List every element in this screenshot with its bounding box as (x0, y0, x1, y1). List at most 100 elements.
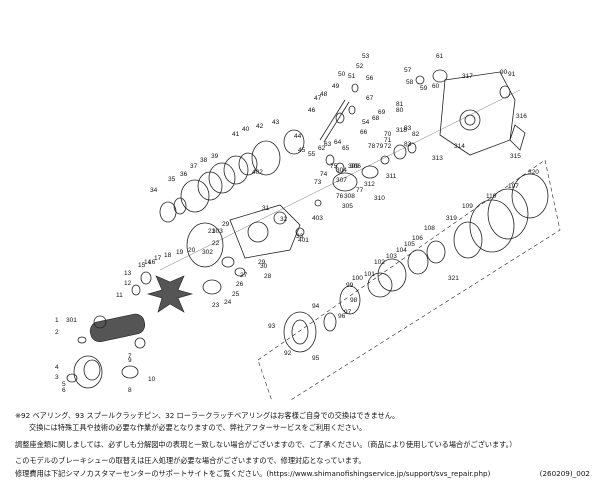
footer-notes: ※92 ベアリング、93 スプールクラッチピン、32 ローラークラッチベアリング… (15, 410, 590, 480)
callout-321: 321 (448, 275, 459, 282)
note-brake-shoe: このモデルのブレーキシューの取替えは圧入処理が必要な場合がございますので、修理対… (15, 456, 366, 466)
callout-62: 62 (318, 145, 326, 152)
callout-318: 318 (396, 127, 407, 134)
callout-32: 32 (280, 216, 288, 223)
callout-68: 68 (372, 115, 380, 122)
callout-18: 18 (164, 252, 172, 259)
callout-57: 57 (404, 67, 412, 74)
callout-14: 14 (144, 259, 152, 266)
frame-body (229, 204, 305, 259)
callout-69: 69 (378, 109, 386, 116)
callout-104: 104 (396, 247, 407, 254)
callout-47: 47 (314, 95, 322, 102)
callout-107: 107 (508, 183, 519, 190)
callout-46: 46 (308, 107, 316, 114)
callout-99: 99 (346, 282, 354, 289)
callout-308: 308 (344, 193, 355, 200)
callout-10: 10 (148, 376, 156, 383)
callout-96: 96 (338, 313, 346, 320)
callout-9: 9 (128, 357, 132, 364)
note-shim-disclaimer: 調整座金類に関しましては、必ずしも分解図中の表現と一致しない場合がございますので… (15, 439, 517, 449)
callout-306: 306 (350, 163, 361, 170)
callout-44: 44 (294, 133, 302, 140)
side-cover (415, 69, 526, 156)
callout-11: 11 (116, 292, 123, 299)
callout-63: 63 (324, 141, 332, 148)
callout-64: 64 (334, 139, 342, 146)
callout-66: 66 (360, 129, 368, 136)
callout-58: 58 (406, 79, 414, 86)
callout-19: 19 (176, 249, 184, 256)
note-repair-cost: 修理費用は下記シマノカスタマーセンターのサポートサイトをご覧ください。(http… (15, 468, 590, 480)
callout-92: 92 (284, 350, 292, 357)
callout-56: 56 (366, 75, 374, 82)
callout-301: 301 (66, 317, 77, 324)
callout-90: 90 (500, 69, 508, 76)
callout-59: 59 (420, 85, 428, 92)
callout-304: 304 (336, 167, 347, 174)
callout-74: 74 (320, 171, 328, 178)
callout-73: 73 (314, 179, 322, 186)
callout-7: 7 (128, 353, 132, 360)
exploded-parts-diagram: 1 2 3 4 5 6 7 8 9 10 11 12 13 14 15 16 1… (55, 53, 561, 400)
callout-316: 316 (516, 113, 527, 120)
callout-53: 53 (362, 53, 370, 60)
callout-13: 13 (124, 270, 132, 277)
callout-40: 40 (242, 126, 250, 133)
main-gear-stack (159, 129, 305, 223)
callout-25: 25 (232, 291, 240, 298)
callout-317: 317 (462, 73, 473, 80)
callout-51: 51 (348, 73, 356, 80)
callout-78: 78 (368, 143, 376, 150)
callout-42: 42 (256, 123, 264, 130)
callout-39: 39 (211, 153, 219, 160)
callout-60: 60 (432, 83, 440, 90)
callout-105: 105 (404, 241, 415, 248)
callout-309: 309 (348, 163, 359, 170)
callout-103: 103 (386, 253, 397, 260)
callout-82: 82 (412, 131, 420, 138)
callout-97: 97 (344, 309, 352, 316)
callout-302: 302 (202, 249, 213, 256)
callout-75: 75 (330, 163, 338, 170)
callout-106: 106 (412, 235, 423, 242)
callout-3: 3 (55, 374, 59, 381)
callout-76: 76 (336, 193, 344, 200)
callout-108: 108 (424, 225, 435, 232)
callout-81: 81 (396, 101, 404, 108)
callout-101: 101 (364, 271, 375, 278)
callout-36: 36 (180, 171, 188, 178)
callout-45: 45 (298, 147, 306, 154)
callout-100: 100 (352, 275, 363, 282)
callout-109: 109 (462, 203, 473, 210)
callout-61: 61 (436, 53, 444, 60)
callout-311: 311 (386, 173, 397, 180)
callout-91: 91 (508, 71, 516, 78)
callout-16: 16 (148, 259, 156, 266)
callout-49: 49 (332, 83, 340, 90)
callout-26: 26 (236, 281, 244, 288)
note-bearing-warning: ※92 ベアリング、93 スプールクラッチピン、32 ローラークラッチベアリング… (15, 411, 400, 420)
callout-320: 320 (528, 169, 539, 176)
callout-98: 98 (350, 297, 358, 304)
callout-319: 319 (446, 215, 457, 222)
callout-29-bottom: 29 (258, 259, 266, 266)
callout-31: 31 (262, 205, 270, 212)
callout-1: 1 (55, 317, 59, 324)
callout-83-top: 83 (404, 125, 412, 132)
callout-95: 95 (312, 355, 320, 362)
callout-29-top: 29 (222, 221, 230, 228)
handle-assembly (66, 313, 146, 389)
callout-35: 35 (168, 176, 176, 183)
callout-5: 5 (62, 381, 66, 388)
callout-312: 312 (364, 181, 375, 188)
callout-34: 34 (150, 187, 158, 194)
callout-303: 303 (212, 228, 223, 235)
callout-71: 71 (384, 137, 392, 144)
callout-27: 27 (240, 272, 248, 279)
callout-72: 72 (384, 143, 392, 150)
callout-55: 55 (308, 151, 316, 158)
callout-23: 23 (212, 302, 220, 309)
callout-2: 2 (55, 329, 59, 336)
callout-315: 315 (510, 153, 521, 160)
